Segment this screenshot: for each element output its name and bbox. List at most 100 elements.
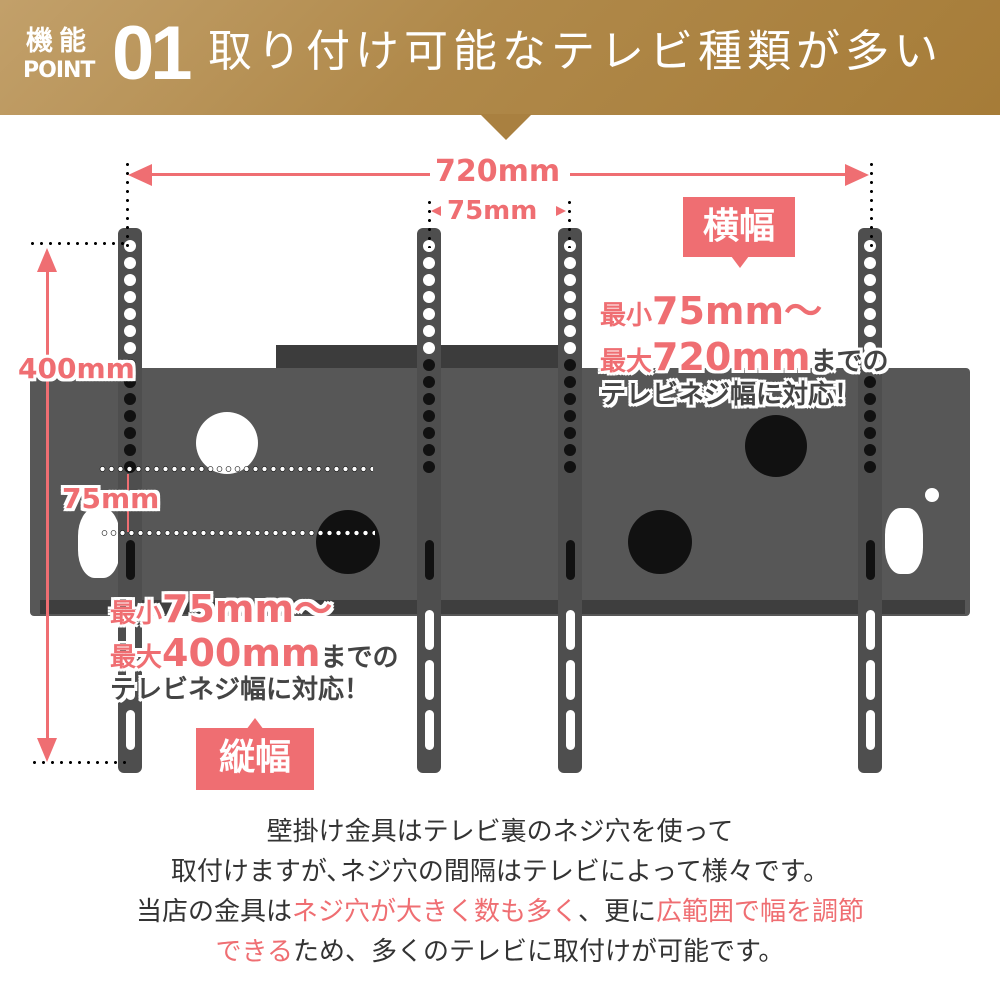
header-banner: 機能 POINT 01 取り付け可能なテレビ種類が多い bbox=[0, 0, 1000, 115]
strip-hole bbox=[423, 325, 435, 337]
strip-hole bbox=[124, 274, 136, 286]
min-prefix: 最小 bbox=[110, 599, 163, 629]
text: 、更に bbox=[578, 897, 657, 927]
strip-hole bbox=[864, 427, 876, 439]
description-line-2: 取付けますが､ネジ穴の間隔はテレビによって様々です。 bbox=[170, 857, 830, 887]
strip-hole bbox=[124, 444, 136, 456]
strip-hole bbox=[423, 342, 435, 354]
strip-hole bbox=[423, 410, 435, 422]
dotted-guide bbox=[98, 466, 373, 472]
min-prefix: 最小 bbox=[600, 301, 653, 331]
strip-hole bbox=[124, 393, 136, 405]
strip-hole bbox=[564, 376, 576, 388]
height-min-label: 75mm bbox=[62, 482, 160, 515]
strip-slot bbox=[425, 540, 434, 580]
strip-slot bbox=[566, 660, 575, 700]
strip-slot bbox=[866, 610, 875, 650]
max-suffix: までの bbox=[320, 643, 399, 673]
strip-hole bbox=[423, 359, 435, 371]
strip-hole bbox=[124, 359, 136, 371]
arrow-down-icon bbox=[37, 738, 57, 762]
height-total-label: 400mm bbox=[18, 352, 135, 385]
strip-hole bbox=[864, 342, 876, 354]
max-prefix: 最大 bbox=[110, 643, 163, 673]
strip-hole bbox=[564, 308, 576, 320]
strip-hole bbox=[564, 257, 576, 269]
dotted-guide bbox=[126, 160, 129, 250]
strip-slot bbox=[425, 710, 434, 750]
strip-hole bbox=[564, 427, 576, 439]
strip-hole bbox=[423, 444, 435, 456]
strip-hole bbox=[564, 274, 576, 286]
dotted-guide bbox=[568, 198, 571, 248]
dotted-guide bbox=[28, 242, 128, 245]
strip-slot bbox=[126, 610, 135, 650]
strip-hole bbox=[564, 359, 576, 371]
dotted-guide bbox=[428, 198, 431, 248]
arrow-right-icon bbox=[556, 206, 566, 216]
point-number: 01 bbox=[112, 11, 193, 96]
strip-slot bbox=[866, 710, 875, 750]
plate-hole bbox=[628, 510, 692, 574]
width-total-label: 720mm bbox=[435, 154, 561, 189]
strip-hole bbox=[124, 308, 136, 320]
strip-hole bbox=[423, 393, 435, 405]
page-title: 取り付け可能なテレビ種類が多い bbox=[208, 26, 943, 77]
dotted-guide bbox=[30, 761, 130, 764]
horizontal-callout-line2: 最大720mmまでの bbox=[600, 338, 889, 376]
width-arrow-line bbox=[570, 173, 855, 176]
strip-hole bbox=[864, 291, 876, 303]
arrow-left-icon bbox=[431, 206, 441, 216]
strip-slot bbox=[866, 540, 875, 580]
strip-slot bbox=[566, 710, 575, 750]
description: 壁掛け金具はテレビ裏のネジ穴を使って 取付けますが､ネジ穴の間隔はテレビによって… bbox=[0, 812, 1000, 972]
plate-hole bbox=[78, 508, 120, 578]
feature-label: 機能 bbox=[26, 26, 92, 57]
vertical-badge: 縦幅 bbox=[196, 728, 314, 790]
min-value: 75mm〜 bbox=[652, 289, 823, 333]
mount-diagram: 720mm 75mm 400mm 75mm 横幅 最小75mm〜 最大720mm… bbox=[18, 154, 970, 790]
strip-hole bbox=[423, 274, 435, 286]
description-line-3: 当店の金具はネジ穴が大きく数も多く、更に広範囲で幅を調節 bbox=[0, 892, 1000, 932]
plate-hole bbox=[316, 510, 380, 574]
horizontal-callout-line3: テレビネジ幅に対応！ bbox=[600, 380, 861, 410]
highlight-text: 広範囲で幅を調節 bbox=[656, 897, 865, 927]
badge-pointer bbox=[731, 256, 749, 268]
text: 当店の金具は bbox=[135, 897, 292, 927]
strip-hole bbox=[124, 291, 136, 303]
strip-slot bbox=[866, 660, 875, 700]
strip-slot bbox=[566, 610, 575, 650]
strip-hole bbox=[423, 461, 435, 473]
strip-hole bbox=[564, 461, 576, 473]
description-line-1: 壁掛け金具はテレビ裏のネジ穴を使って bbox=[266, 817, 734, 847]
strip-hole bbox=[864, 325, 876, 337]
strip-hole bbox=[864, 308, 876, 320]
strip-hole bbox=[564, 291, 576, 303]
width-min-label: 75mm bbox=[447, 196, 538, 226]
strip-hole bbox=[864, 410, 876, 422]
strip-hole bbox=[564, 393, 576, 405]
strip-hole bbox=[124, 325, 136, 337]
strip-hole bbox=[124, 410, 136, 422]
highlight-text: ネジ穴が大きく数も多く bbox=[291, 897, 578, 927]
plate-hole bbox=[745, 415, 807, 477]
header-pointer bbox=[480, 114, 532, 140]
strip-hole bbox=[564, 325, 576, 337]
strip-hole bbox=[124, 376, 136, 388]
max-suffix: までの bbox=[810, 347, 889, 377]
strip-hole bbox=[564, 410, 576, 422]
strip-slot bbox=[425, 660, 434, 700]
max-value: 400mm bbox=[162, 631, 321, 675]
dotted-guide bbox=[100, 530, 375, 536]
strip-hole bbox=[423, 291, 435, 303]
arrow-left-icon bbox=[128, 164, 152, 186]
arrow-right-icon bbox=[845, 164, 869, 186]
strip-hole bbox=[564, 444, 576, 456]
strip-hole bbox=[124, 257, 136, 269]
max-value: 720mm bbox=[652, 335, 811, 379]
dotted-guide bbox=[870, 160, 873, 250]
horizontal-callout-line1: 最小75mm〜 bbox=[600, 292, 822, 330]
mount-main-plate bbox=[30, 368, 970, 616]
plate-hole bbox=[196, 412, 258, 474]
strip-hole bbox=[864, 461, 876, 473]
